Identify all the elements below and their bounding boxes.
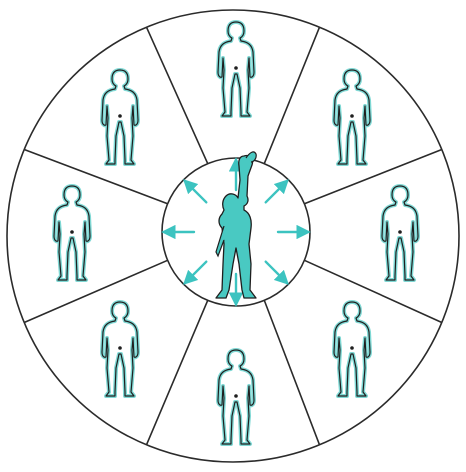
outer-standing-figure: [334, 70, 370, 164]
sector-divider-line: [24, 150, 167, 204]
outer-standing-figure: [218, 350, 254, 444]
outer-standing-figure: [102, 302, 138, 396]
sector-divider-line: [147, 27, 208, 163]
sector-divider-line: [264, 300, 319, 444]
outer-standing-figure: [54, 186, 90, 280]
sector-divider-line: [147, 300, 208, 444]
sector-divider-line: [304, 260, 441, 322]
outer-standing-figure: [382, 186, 418, 280]
sector-divider-line: [304, 150, 441, 204]
outer-standing-figure: [334, 302, 370, 396]
sector-divider-line: [24, 260, 167, 322]
outer-standing-figure: [218, 22, 254, 116]
sector-divider-line: [264, 27, 319, 163]
outer-standing-figure: [102, 70, 138, 164]
